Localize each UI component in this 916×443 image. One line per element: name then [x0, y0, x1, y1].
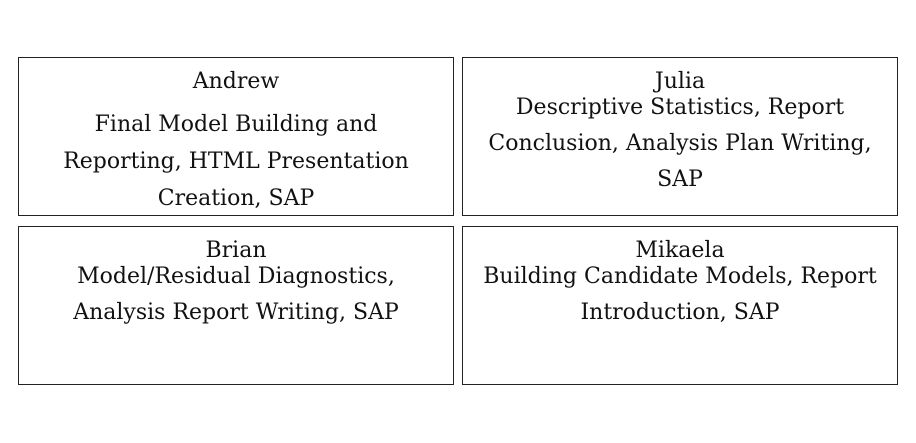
member-card-julia: Julia Descriptive Statistics, Report Con…: [462, 57, 898, 216]
member-name: Mikaela: [635, 238, 725, 263]
member-name: Andrew: [192, 69, 280, 94]
member-name: Brian: [205, 238, 267, 263]
member-card-mikaela: Mikaela Building Candidate Models, Repor…: [462, 226, 898, 385]
member-card-andrew: Andrew Final Model Building and Reportin…: [18, 57, 454, 216]
member-card-brian: Brian Model/Residual Diagnostics, Analys…: [18, 226, 454, 385]
member-name: Julia: [654, 69, 706, 94]
member-tasks: Building Candidate Models, Report Introd…: [483, 264, 877, 325]
member-tasks: Final Model Building and Reporting, HTML…: [63, 112, 409, 211]
member-tasks: Descriptive Statistics, Report Conclusio…: [488, 95, 872, 192]
member-tasks: Model/Residual Diagnostics, Analysis Rep…: [73, 264, 399, 325]
